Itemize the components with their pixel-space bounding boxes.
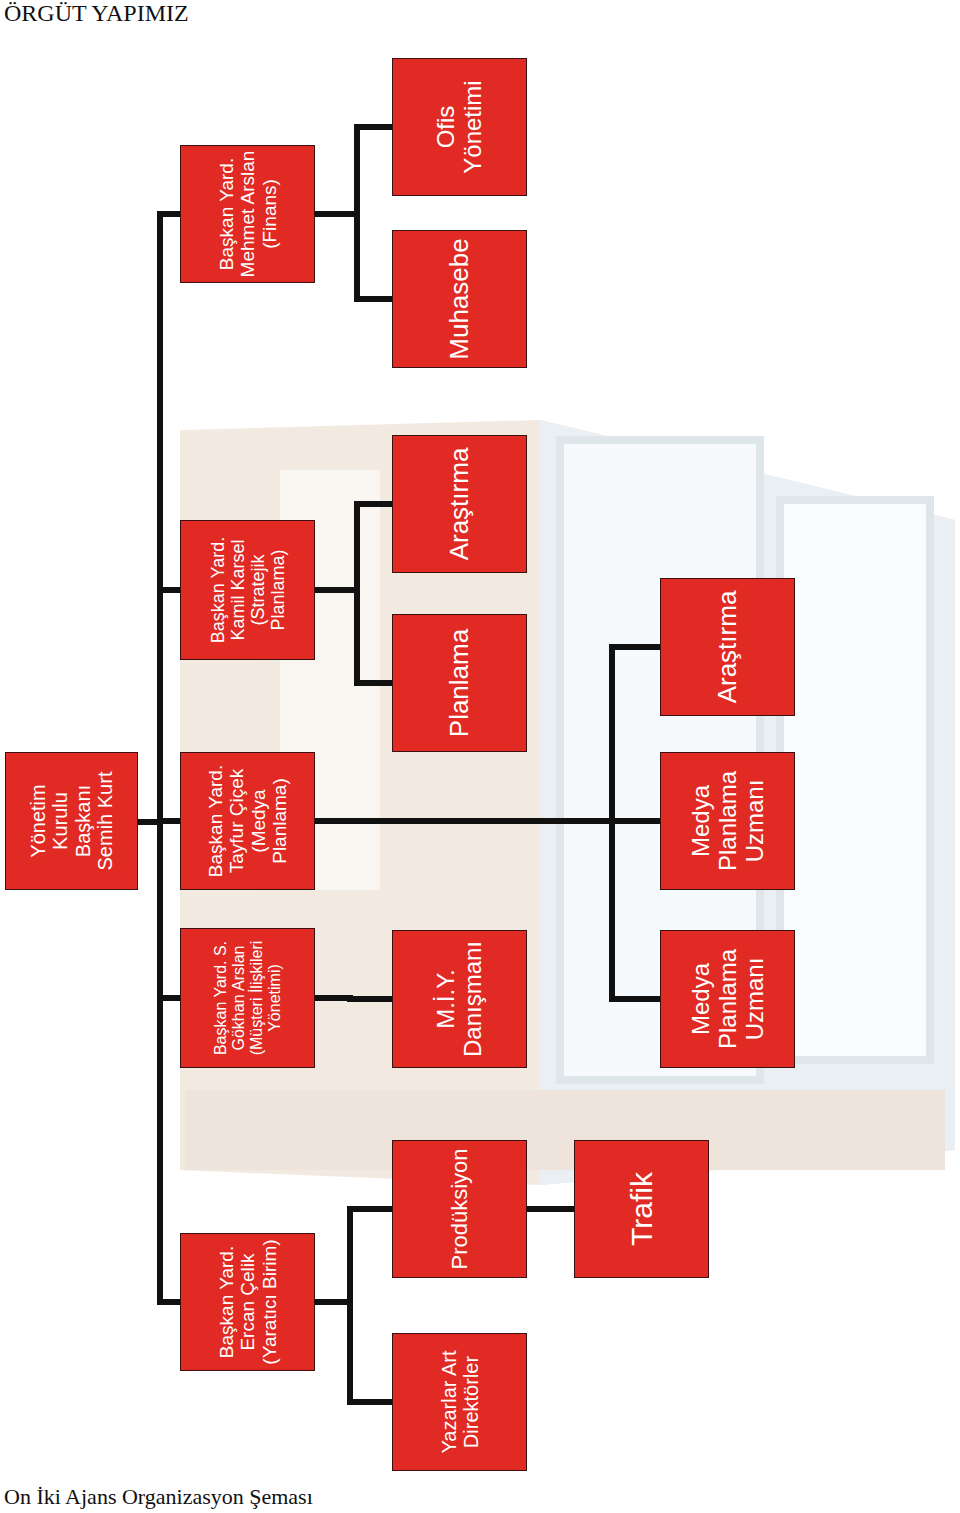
- org-box: Yazarlar Art Direktörler: [392, 1333, 527, 1471]
- rotated-text: Başkan Yard. Ercan Çelik (Yaratıcı Birim…: [216, 1237, 280, 1367]
- rotated-text: Yazarlar Art Direktörler: [437, 1337, 482, 1467]
- rotated-text: Araştırma: [713, 582, 742, 712]
- box-label: Muhasebe: [445, 234, 474, 364]
- org-connector: [315, 998, 392, 999]
- org-connector: [315, 214, 392, 299]
- org-connector: [315, 504, 392, 590]
- box-label: Başkan Yard. S. Gökhan Arslan (Müşteri İ…: [212, 932, 284, 1064]
- box-label: Araştırma: [713, 582, 742, 712]
- rotated-text: Başkan Yard. S. Gökhan Arslan (Müşteri İ…: [212, 932, 284, 1064]
- rotated-text: Ofis Yönetimi: [433, 62, 487, 192]
- rotated-text: Başkan Yard. Tayfur Çiçek (Medya Planlam…: [205, 756, 290, 886]
- box-label: Medya Planlama Uzmanı: [687, 934, 768, 1064]
- rotated-text: Medya Planlama Uzmanı: [687, 934, 768, 1064]
- rotated-text: Başkan Yard. Mehmet Arslan (Finans): [216, 149, 280, 279]
- org-connector: [315, 1302, 392, 1402]
- box-label: Başkan Yard. Ercan Çelik (Yaratıcı Birim…: [216, 1237, 280, 1367]
- rotated-text: Yönetim Kurulu Başkanı Semih Kurt: [27, 756, 117, 886]
- box-label: Başkan Yard. Kamil Karsel (Stratejik Pla…: [207, 524, 288, 656]
- rotated-text: Araştırma: [445, 439, 474, 569]
- org-connector: [315, 590, 392, 683]
- box-label: M.İ.Y. Danışmanı: [433, 934, 487, 1064]
- rotated-text: Planlama: [445, 618, 474, 748]
- box-label: Araştırma: [445, 439, 474, 569]
- org-box: M.İ.Y. Danışmanı: [392, 930, 527, 1068]
- org-box: Muhasebe: [392, 230, 527, 368]
- box-label: Başkan Yard. Tayfur Çiçek (Medya Planlam…: [205, 756, 290, 886]
- org-box: Başkan Yard. Tayfur Çiçek (Medya Planlam…: [180, 752, 315, 890]
- rotated-text: Başkan Yard. Kamil Karsel (Stratejik Pla…: [207, 524, 288, 656]
- org-box: Araştırma: [392, 435, 527, 573]
- rotated-text: Trafik: [625, 1144, 659, 1274]
- org-box: Başkan Yard. Mehmet Arslan (Finans): [180, 145, 315, 283]
- box-label: Planlama: [445, 618, 474, 748]
- org-box: Başkan Yard. Kamil Karsel (Stratejik Pla…: [180, 520, 315, 660]
- box-label: Ofis Yönetimi: [433, 62, 487, 192]
- org-box: Medya Planlama Uzmanı: [660, 930, 795, 1068]
- org-box: Araştırma: [660, 578, 795, 716]
- org-connector: [138, 822, 180, 1302]
- org-connector: [315, 1209, 392, 1302]
- rotated-text: Prodüksiyon: [447, 1144, 472, 1274]
- chart-caption: On İki Ajans Organizasyon Şeması: [4, 1484, 313, 1510]
- org-connector: [315, 127, 392, 214]
- box-label: Trafik: [625, 1144, 659, 1274]
- org-box: Ofis Yönetimi: [392, 58, 527, 196]
- rotated-text: M.İ.Y. Danışmanı: [433, 934, 487, 1064]
- org-connector: [138, 214, 180, 822]
- box-label: Medya Planlama Uzmanı: [687, 756, 768, 886]
- org-box: Planlama: [392, 614, 527, 752]
- rotated-text: Muhasebe: [445, 234, 474, 364]
- org-box: Başkan Yard. S. Gökhan Arslan (Müşteri İ…: [180, 928, 315, 1068]
- org-connector: [527, 1206, 574, 1212]
- box-label: Başkan Yard. Mehmet Arslan (Finans): [216, 149, 280, 279]
- box-label: Prodüksiyon: [447, 1144, 472, 1274]
- org-box: Trafik: [574, 1140, 709, 1278]
- org-connector: [138, 590, 180, 822]
- rotated-text: Medya Planlama Uzmanı: [687, 756, 768, 886]
- box-label: Yönetim Kurulu Başkanı Semih Kurt: [27, 756, 117, 886]
- box-label: Yazarlar Art Direktörler: [437, 1337, 482, 1467]
- org-box: Başkan Yard. Ercan Çelik (Yaratıcı Birim…: [180, 1233, 315, 1371]
- org-box: Yönetim Kurulu Başkanı Semih Kurt: [5, 752, 138, 890]
- org-box: Medya Planlama Uzmanı: [660, 752, 795, 890]
- org-box: Prodüksiyon: [392, 1140, 527, 1278]
- page-title: ÖRGÜT YAPIMIZ: [4, 0, 189, 27]
- watermark-illustration: [180, 420, 955, 1185]
